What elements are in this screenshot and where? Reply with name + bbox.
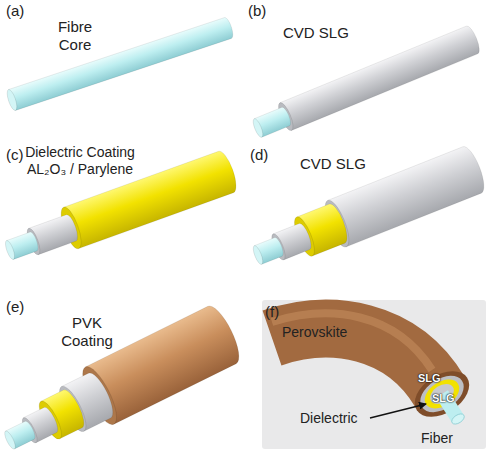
core-layer xyxy=(9,16,235,110)
part-label: Fibre Core xyxy=(50,18,100,54)
part-label: Dielectric xyxy=(300,410,358,427)
fibre-end xyxy=(450,412,466,426)
fibre-cylinder xyxy=(246,144,489,280)
part-label: CVD SLG xyxy=(300,155,366,173)
core-face xyxy=(251,245,264,266)
panel-letter: (f) xyxy=(265,303,279,321)
panel-letter: (a) xyxy=(6,2,24,20)
part-label: Perovskite xyxy=(282,324,347,341)
fibre-cylinder xyxy=(0,302,245,452)
fibre-cylinder xyxy=(249,24,482,143)
core-face xyxy=(4,240,17,261)
core-face xyxy=(5,88,19,111)
perovskite-ring xyxy=(406,362,477,427)
layer-label: SLG xyxy=(418,372,441,385)
cross-section xyxy=(406,362,477,427)
part-label: CVD SLG xyxy=(283,24,349,42)
part-label: Fiber xyxy=(421,430,453,447)
slg-ring xyxy=(426,380,457,408)
fibre-cylinder xyxy=(5,16,235,111)
core-face xyxy=(3,430,18,451)
panel-background xyxy=(262,300,486,449)
leader-arrow xyxy=(370,404,426,418)
panel-letter: (b) xyxy=(248,2,266,20)
panel-letter: (d) xyxy=(250,146,268,164)
core-face xyxy=(251,118,265,139)
part-label: PVK Coating xyxy=(56,314,118,350)
panel-letter: (e) xyxy=(6,298,24,316)
part-label: Dielectric Coating AL₂O₃ / Parylene xyxy=(10,144,150,178)
tube-highlight xyxy=(272,313,432,370)
panel-letter: (c) xyxy=(6,146,24,164)
slg-ring xyxy=(414,368,471,419)
layer-label: SLG xyxy=(432,392,455,405)
slg-layer xyxy=(280,24,482,130)
